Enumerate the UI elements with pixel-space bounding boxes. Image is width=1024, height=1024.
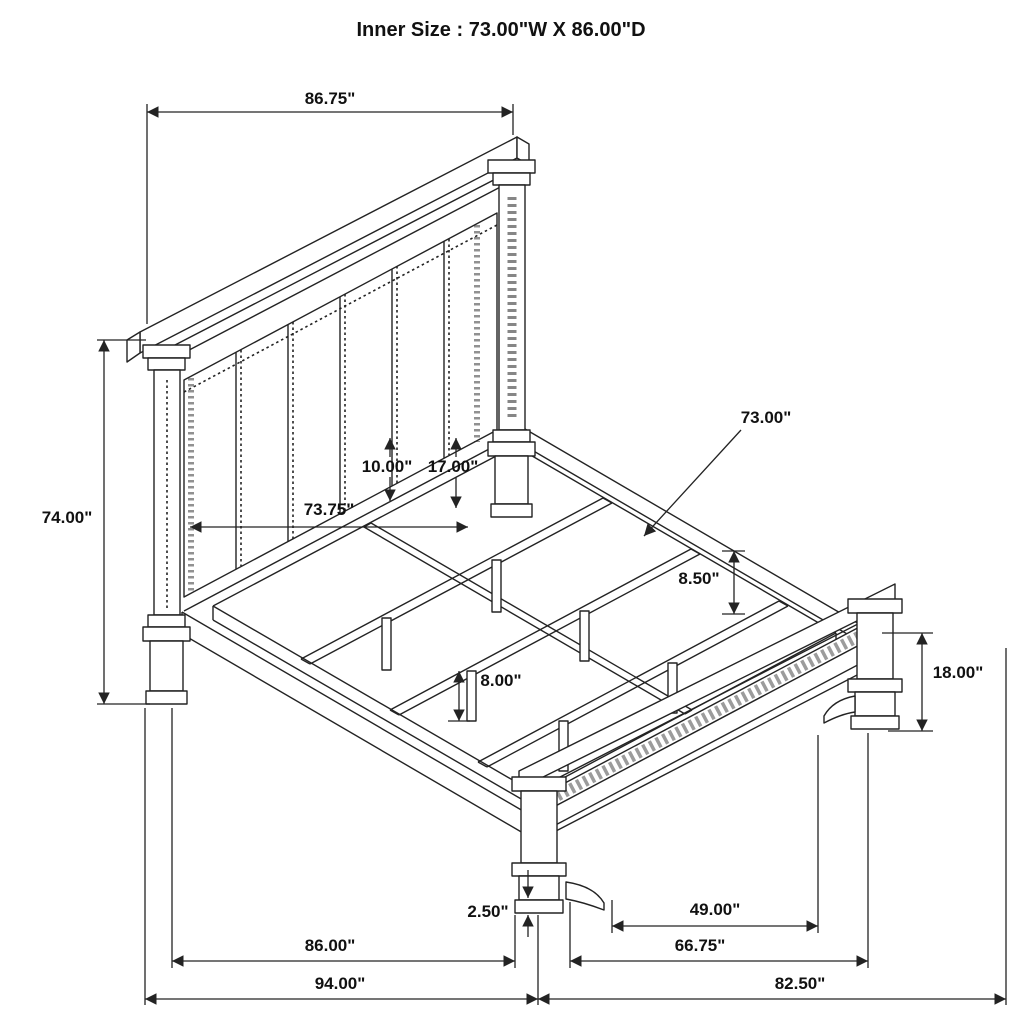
footboard-left-bracket bbox=[565, 881, 605, 911]
headboard-right-post-capital-lower bbox=[492, 172, 531, 186]
dim-rail-height-17: 17.00" bbox=[428, 438, 479, 508]
dimension-label: 94.00" bbox=[315, 974, 366, 993]
dimension-label: 86.00" bbox=[305, 936, 356, 955]
leader-line bbox=[643, 429, 742, 537]
dim-overall-depth: 94.00" bbox=[144, 708, 539, 1005]
headboard-right-foot bbox=[490, 503, 533, 518]
headboard-right-post-base bbox=[487, 441, 536, 457]
footboard-cap bbox=[518, 583, 896, 790]
footboard-left-foot-flare bbox=[514, 899, 564, 914]
dimension-label: 82.50" bbox=[775, 974, 826, 993]
headboard-left-post-capital bbox=[142, 344, 191, 359]
dimension-label: 86.75" bbox=[305, 89, 356, 108]
dim-overall-width: 82.50" bbox=[538, 648, 1007, 1005]
support-leg bbox=[491, 559, 502, 613]
headboard-right-post-base-upper bbox=[492, 429, 531, 443]
dimension-label: 10.00" bbox=[362, 457, 413, 476]
extension-line bbox=[97, 339, 150, 705]
headboard-left-post-capital-lower bbox=[147, 357, 186, 371]
dim-foot-base-height: 2.50" bbox=[467, 870, 534, 937]
dim-footboard-span: 66.75" bbox=[569, 733, 869, 968]
dim-inner-width: 73.00" bbox=[643, 408, 792, 537]
head-rail-edge bbox=[183, 430, 524, 612]
footboard-bead-trim bbox=[528, 618, 887, 815]
headboard-left-leg bbox=[149, 640, 184, 692]
headboard-crown-left-cap bbox=[126, 331, 141, 363]
footboard-right-bracket bbox=[823, 695, 856, 724]
dimension-label: 73.00" bbox=[741, 408, 792, 427]
support-leg bbox=[466, 670, 477, 722]
dimension-label: 66.75" bbox=[675, 936, 726, 955]
footboard-left-post bbox=[520, 790, 558, 864]
footboard-lower-board bbox=[530, 631, 885, 839]
dimension-label: 8.00" bbox=[480, 671, 521, 690]
footboard-left-foot bbox=[518, 875, 560, 901]
dim-headboard-width: 86.75" bbox=[146, 89, 514, 324]
footboard bbox=[511, 583, 903, 914]
dim-headboard-panel-width: 73.75" bbox=[190, 500, 468, 533]
dimension-label: 17.00" bbox=[428, 457, 479, 476]
support-leg bbox=[579, 610, 590, 662]
dimension-label: 49.00" bbox=[690, 900, 741, 919]
dimension-label: 18.00" bbox=[933, 663, 984, 682]
extension-line bbox=[144, 708, 539, 1005]
dim-headboard-height: 74.00" bbox=[42, 339, 150, 705]
headboard-left-foot bbox=[145, 690, 188, 705]
page-title: Inner Size : 73.00"W X 86.00"D bbox=[356, 19, 645, 41]
extension-line bbox=[171, 708, 516, 968]
dim-footboard-height: 18.00" bbox=[882, 632, 984, 732]
footboard-left-post-cap bbox=[511, 776, 567, 792]
footboard-right-post bbox=[856, 612, 894, 680]
headboard bbox=[126, 136, 536, 705]
headboard-crown-molding-lines bbox=[147, 170, 512, 371]
dim-footboard-inner-span: 49.00" bbox=[611, 735, 819, 933]
footboard-cap-underline bbox=[524, 607, 890, 796]
headboard-right-post-capital bbox=[487, 159, 536, 174]
dim-support-leg-height: 8.00" bbox=[448, 671, 522, 722]
footboard-right-foot bbox=[854, 691, 896, 717]
dim-slat-rail-height: 8.50" bbox=[678, 550, 745, 615]
dimension-label: 73.75" bbox=[304, 500, 355, 519]
center-rail bbox=[363, 522, 693, 715]
dimension-label: 8.50" bbox=[678, 569, 719, 588]
footboard-left-post-base bbox=[511, 862, 567, 877]
headboard-right-leg bbox=[494, 455, 529, 505]
footboard-right-foot-flare bbox=[850, 715, 900, 730]
side-rail-left bbox=[181, 611, 536, 841]
dim-frame-length: 86.00" bbox=[171, 708, 516, 968]
headboard-left-post-base bbox=[142, 626, 191, 642]
support-leg bbox=[381, 617, 392, 671]
headboard-panel-plank-lines bbox=[235, 241, 445, 569]
footboard-right-post-cap bbox=[847, 598, 903, 614]
footboard-right-post-base bbox=[847, 678, 903, 693]
dimension-annotations: 86.75" 74.00" 73.75" 10.00" 17.00" 73.00… bbox=[42, 89, 1007, 1005]
dimension-label: 74.00" bbox=[42, 508, 93, 527]
bed-drawing bbox=[126, 136, 903, 914]
extension-line bbox=[146, 104, 514, 324]
headboard-left-post-base-upper bbox=[147, 614, 186, 628]
dimension-label: 2.50" bbox=[467, 902, 508, 921]
dim-rail-height-10: 10.00" bbox=[362, 438, 413, 501]
